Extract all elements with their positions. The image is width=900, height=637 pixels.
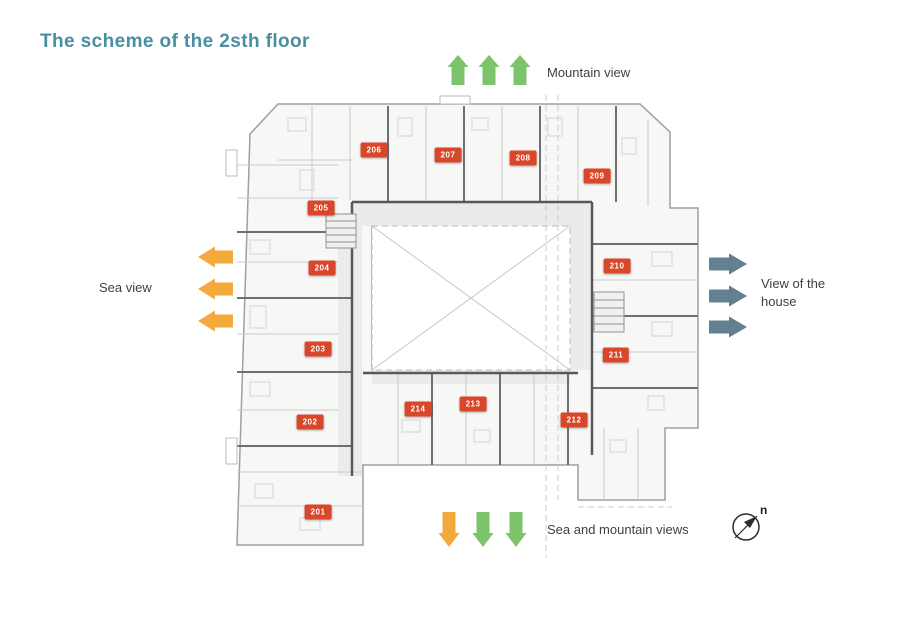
- apartment-badge-211: 211: [602, 347, 630, 363]
- apartment-badge-214: 214: [404, 401, 432, 417]
- sea-view-arrows: [198, 246, 233, 332]
- sea-mountain-view-label: Sea and mountain views: [547, 522, 689, 537]
- down-arrow: [505, 512, 527, 547]
- compass-needle-tip: [744, 516, 757, 528]
- apartment-badge-212: 212: [560, 412, 588, 428]
- mountain-view-arrows: [447, 55, 531, 85]
- apartment-badge-201: 201: [304, 504, 332, 520]
- down-arrow: [438, 512, 460, 547]
- courtyard: [371, 225, 571, 371]
- furniture: [249, 117, 673, 531]
- right-arrow: [709, 316, 747, 338]
- compass: [732, 513, 760, 541]
- compass-n-label: n: [760, 503, 768, 517]
- apartment-badge-210: 210: [603, 258, 631, 274]
- sea-view-label: Sea view: [99, 280, 152, 295]
- staircase: [325, 213, 625, 333]
- apartment-badge-209: 209: [583, 168, 611, 184]
- apartment-badge-207: 207: [434, 147, 462, 163]
- apartment-badge-205: 205: [307, 200, 335, 216]
- left-arrow: [198, 310, 233, 332]
- room-partitions: [237, 106, 698, 507]
- right-arrow: [709, 253, 747, 275]
- sea-mountain-view-arrows: [438, 512, 527, 547]
- apartment-badge-202: 202: [296, 414, 324, 430]
- apartment-badge-203: 203: [304, 341, 332, 357]
- left-arrow: [198, 278, 233, 300]
- corridor-walls: [350, 200, 594, 476]
- left-arrow: [198, 246, 233, 268]
- apartment-badge-213: 213: [459, 396, 487, 412]
- up-arrow: [509, 55, 531, 85]
- page-title: The scheme of the 2sth floor: [40, 31, 310, 52]
- down-arrow: [472, 512, 494, 547]
- apartment-badge-208: 208: [509, 150, 537, 166]
- apartment-badge-204: 204: [308, 260, 336, 276]
- house-view-label: View of the house: [761, 276, 826, 309]
- up-arrow: [447, 55, 469, 85]
- balconies: [225, 95, 471, 465]
- house-view-arrows: [709, 253, 747, 338]
- construction-lines: [545, 95, 672, 558]
- mountain-view-label: Mountain view: [547, 65, 631, 80]
- right-arrow: [709, 285, 747, 307]
- apartment-badge-206: 206: [360, 142, 388, 158]
- up-arrow: [478, 55, 500, 85]
